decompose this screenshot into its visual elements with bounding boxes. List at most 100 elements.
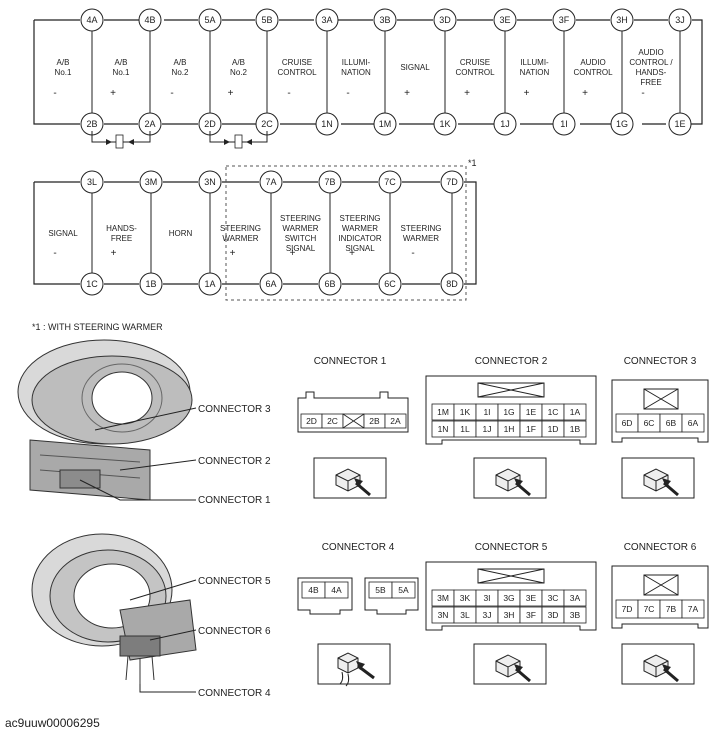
circuit-label: NATION [341,68,371,77]
pin-2B: 2B [80,112,104,136]
terminal-label: 1I [483,407,490,417]
svg-text:7B: 7B [324,177,335,187]
terminal-label: 6B [666,418,677,428]
pin-6B: 6B [318,272,342,296]
callout-connector-1: CONNECTOR 1 [198,495,271,506]
pin-7C: 7C [378,170,402,194]
circuit-label: FREE [640,78,661,87]
pin-1E: 1E [668,112,692,136]
terminal-label: 2A [390,416,401,426]
polarity-sign: + [349,248,355,259]
svg-text:4A: 4A [86,15,97,25]
pin-5B: 5B [255,8,279,32]
terminal-cell [681,413,705,433]
svg-text:4B: 4B [144,15,155,25]
polarity-sign: + [110,88,116,99]
pin-3E: 3E [493,8,517,32]
star-marker: *1 [468,158,477,168]
terminal-label: 3H [504,610,515,620]
connector-3-plug-icon [643,468,679,497]
circuit-label: No.2 [172,68,189,77]
pin-7B: 7B [318,170,342,194]
callout-connector-3: CONNECTOR 3 [198,404,271,415]
terminal-label: 3G [503,593,514,603]
polarity-sign: - [170,88,173,99]
svg-text:2A: 2A [144,119,155,129]
svg-text:3N: 3N [204,177,216,187]
pin-3J: 3J [668,8,692,32]
circuit-row-1: 4A2B4B2A5A2D5B2C3A1N3B1M3D1K3E1J3F1I3H1G… [33,8,703,136]
polarity-sign: - [53,248,56,259]
terminal-cell [391,581,416,599]
pin-1A: 1A [198,272,222,296]
circuit-label: SIGNAL [48,229,78,238]
circuit-label: AUDIO [638,48,663,57]
connector-4-title: CONNECTOR 4 [322,542,395,553]
terminal-label: 1E [526,407,537,417]
callout-connector-5: CONNECTOR 5 [198,576,271,587]
terminal-label: 1K [460,407,471,417]
terminal-label: 3J [483,610,492,620]
circuit-label: STEERING [220,224,261,233]
circuit-label: CONTROL [573,68,613,77]
svg-text:3J: 3J [675,15,685,25]
svg-text:6B: 6B [324,279,335,289]
circuit-label: WARMER [222,234,258,243]
svg-text:2C: 2C [261,119,273,129]
polarity-sign: + [404,88,410,99]
svg-text:3L: 3L [87,177,97,187]
pin-4B: 4B [138,8,162,32]
circuit-label: STEERING [280,214,321,223]
connector-3-title: CONNECTOR 3 [624,356,697,367]
circuit-label: CONTROL [277,68,317,77]
callout-connector-2: CONNECTOR 2 [198,456,271,467]
pin-5A: 5A [198,8,222,32]
spiral-cable-top-illustration [17,339,193,501]
terminal-cell [384,413,407,429]
pin-3H: 3H [610,8,634,32]
pin-3F: 3F [552,8,576,32]
pin-7D: 7D [440,170,464,194]
pin-1I: 1I [552,112,576,136]
polarity-sign: + [230,248,236,259]
terminal-label: 1B [570,424,581,434]
circuit-label: No.1 [55,68,72,77]
svg-text:3F: 3F [559,15,570,25]
terminal-label: 5B [375,585,386,595]
polarity-sign: + [290,248,296,259]
svg-text:3B: 3B [379,15,390,25]
terminal-label: 6C [644,418,655,428]
terminal-label: 7D [622,604,633,614]
svg-text:3D: 3D [439,15,451,25]
terminal-label: 4B [308,585,319,595]
svg-text:1E: 1E [674,119,685,129]
terminal-label: 3L [460,610,470,620]
terminal-label: 1H [504,424,515,434]
connector-6-plug-icon [643,654,679,683]
callout-connector-6: CONNECTOR 6 [198,626,271,637]
svg-text:7C: 7C [384,177,396,187]
bridge-2B-2A [91,131,151,149]
polarity-sign: - [53,88,56,99]
svg-text:7D: 7D [446,177,458,187]
terminal-label: 1G [503,407,514,417]
svg-text:6A: 6A [265,279,276,289]
terminal-label: 4A [331,585,342,595]
terminal-label: 5A [398,585,409,595]
connector-6-title: CONNECTOR 6 [624,542,697,553]
pin-3B: 3B [373,8,397,32]
terminal-cell [324,581,349,599]
circuit-label: A/B [174,58,187,67]
terminal-label: 7B [666,604,677,614]
pin-3D: 3D [433,8,457,32]
callout-lines-top [79,407,197,501]
terminal-label: 3B [570,610,581,620]
steering-warmer-note: *1 : WITH STEERING WARMER [32,322,163,332]
terminal-label: 3I [483,593,490,603]
svg-text:6C: 6C [384,279,396,289]
circuit-label: WARMER [403,234,439,243]
svg-text:2B: 2B [86,119,97,129]
